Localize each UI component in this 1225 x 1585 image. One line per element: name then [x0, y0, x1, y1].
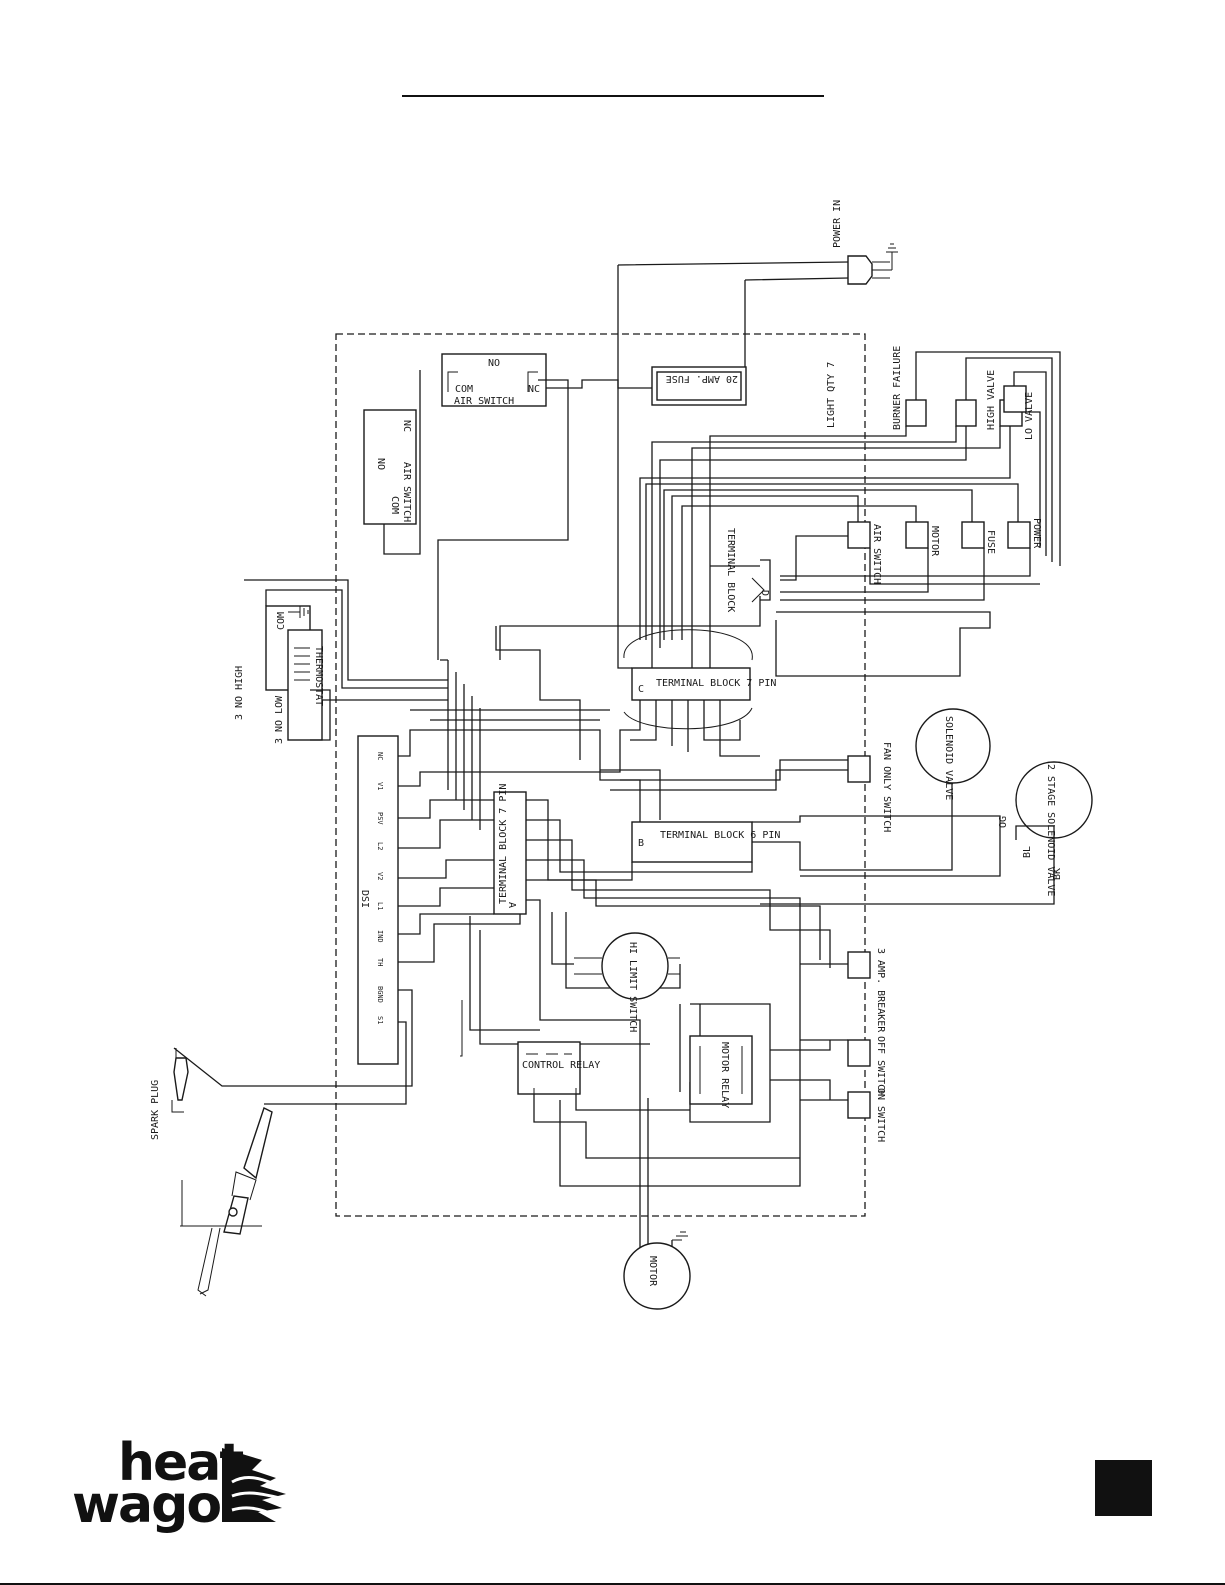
terminal-block-a: TERMINAL BLOCK 7 PIN A	[493, 784, 527, 915]
power-in-label: POWER IN	[832, 200, 843, 248]
power-plug	[617, 243, 898, 285]
motor: MOTOR	[623, 1231, 691, 1310]
motor-relay: MOTOR RELAY	[689, 1035, 753, 1108]
dsi-pin-ind: IND	[376, 930, 384, 943]
motor-relay-label: MOTOR RELAY	[719, 1042, 730, 1108]
air-switch-top-com: COM	[455, 384, 473, 395]
dsi-pin-l2: L2	[376, 842, 384, 850]
dsi-pin-bgnd: BGND	[376, 986, 384, 1003]
terminal-block-b-letter: B	[638, 838, 644, 849]
terminal-block-c: TERMINAL BLOCK 7 PIN C	[623, 629, 776, 730]
terminal-block-c-name: TERMINAL BLOCK 7 PIN	[656, 678, 776, 689]
thermostat-com: COM	[276, 612, 287, 630]
off-switch: OFF SWITCH	[847, 1036, 886, 1096]
terminal-block-a-name: TERMINAL BLOCK 7 PIN	[498, 784, 509, 904]
dsi-pin-s1: S1	[376, 1016, 384, 1024]
control-relay-label: CONTROL RELAY	[522, 1060, 600, 1071]
dsi-pin-v1: V1	[376, 782, 384, 790]
dsi-name: DSI	[359, 890, 370, 908]
thermostat-high: 3 NO HIGH	[234, 666, 245, 720]
light-fuse: FUSE	[985, 530, 996, 554]
breaker-3amp: 3 AMP. BREAKER	[847, 948, 886, 1033]
air-switch-top-name: AIR SWITCH	[454, 396, 514, 407]
dsi-pin-nc: NC	[376, 752, 384, 760]
two-stage-solenoid-valve: 2 STAGE SOLENOID VALVE OG BL BK	[760, 761, 1093, 905]
solenoid-valve: SOLENOID VALVE	[915, 708, 991, 800]
fuse-label: 20 AMP. FUSE	[666, 373, 738, 384]
footer-rule	[0, 1583, 1225, 1585]
switch-lights-row: AIR SWITCH MOTOR FUSE POWER	[847, 518, 1042, 584]
air-switch-top-nc: NC	[528, 384, 540, 395]
dsi-pin-l1: L1	[376, 902, 384, 910]
igniter-electrode	[180, 1107, 273, 1297]
spark-plug-label: SPARK PLUG	[150, 1080, 161, 1140]
two-stage-valve-label: 2 STAGE SOLENOID VALVE	[1045, 764, 1056, 896]
dsi-pin-v2: V2	[376, 872, 384, 880]
terminal-block-c-letter: C	[638, 684, 644, 695]
indicator-high-valve: HIGH VALVE	[986, 370, 997, 430]
terminal-block-a-letter: A	[506, 902, 517, 908]
valve-wire-bk: BK	[1052, 868, 1063, 880]
on-switch-label: ON SWITCH	[875, 1088, 886, 1142]
page-number-tab	[1095, 1460, 1152, 1516]
spark-plug: SPARK PLUG	[150, 1048, 189, 1140]
indicator-burner-failure: BURNER FAILURE	[892, 346, 903, 430]
hi-limit-switch: HI LIMIT SWITCH	[574, 932, 680, 1032]
air-switch-top-no: NO	[488, 358, 500, 369]
fuse-20amp: 20 AMP. FUSE	[651, 366, 747, 406]
terminal-block-d-letter: D	[759, 590, 770, 596]
terminal-block-b-name: TERMINAL BLOCK 6 PIN	[660, 830, 780, 841]
light-motor: MOTOR	[929, 526, 940, 557]
air-switch-top: AIR SWITCH COM NC NO	[441, 353, 547, 407]
terminal-block-d-name: TERMINAL BLOCK	[725, 528, 736, 612]
air-switch-left-nc: NC	[401, 420, 412, 432]
breaker-label: 3 AMP. BREAKER	[875, 948, 886, 1033]
light-qty-label: LIGHT QTY 7	[826, 362, 837, 428]
dsi-pin-psv: PSV	[376, 812, 384, 825]
off-switch-label: OFF SWITCH	[875, 1036, 886, 1096]
thermostat-low: 3 NO LOW	[274, 695, 285, 744]
hi-limit-label: HI LIMIT SWITCH	[627, 942, 638, 1032]
on-switch: ON SWITCH	[847, 1088, 886, 1142]
thermostat: THERMOSTAT COM 3 NO HIGH 3 NO LOW	[234, 605, 324, 744]
heat-wagon-logo: heat wagon	[72, 1433, 286, 1535]
terminal-block-d: TERMINAL BLOCK D	[725, 528, 771, 612]
valve-wire-og: OG	[998, 816, 1009, 828]
indicator-lo-valve: LO VALVE	[1024, 392, 1035, 440]
air-switch-left-com: COM	[389, 496, 400, 514]
light-power: POWER	[1031, 518, 1042, 549]
valve-wire-bl: BL	[1022, 846, 1033, 858]
air-switch-left: NC AIR SWITCH NO COM	[363, 409, 417, 525]
air-switch-left-name: AIR SWITCH	[401, 462, 412, 522]
title-underline	[402, 95, 824, 97]
indicator-lights-top: BURNER FAILURE HIGH VALVE LO VALVE	[892, 346, 1035, 440]
fan-only-switch: FAN ONLY SWITCH	[847, 742, 892, 832]
motor-label: MOTOR	[647, 1256, 658, 1287]
solenoid-valve-label: SOLENOID VALVE	[943, 716, 954, 800]
dsi-pin-th: TH	[376, 958, 384, 966]
fan-only-switch-label: FAN ONLY SWITCH	[881, 742, 892, 832]
air-switch-left-no: NO	[375, 458, 386, 470]
light-air-switch: AIR SWITCH	[871, 524, 882, 584]
control-relay: CONTROL RELAY	[517, 1041, 600, 1098]
thermostat-name: THERMOSTAT	[313, 646, 324, 706]
